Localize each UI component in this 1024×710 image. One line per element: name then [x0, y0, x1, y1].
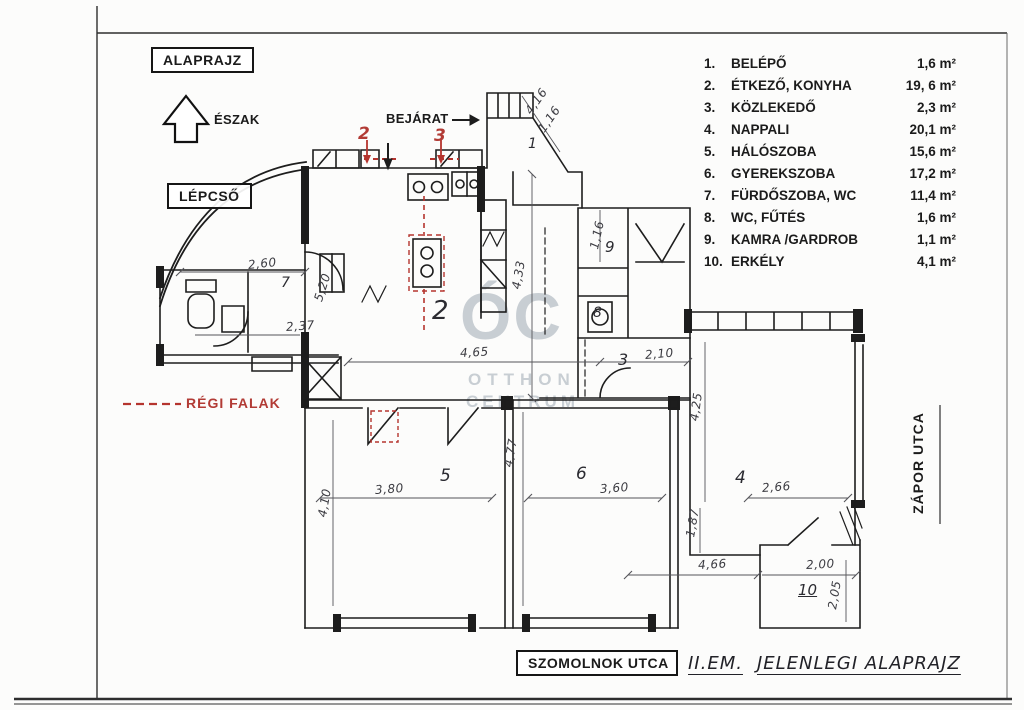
room-number-8: 8 [593, 305, 602, 321]
regi-falak-label: RÉGI FALAK [186, 395, 281, 411]
eszak-label: ÉSZAK [214, 112, 260, 127]
legend-name: ÉTKEZŐ, KONYHA [731, 78, 852, 93]
north-arrow-icon [161, 94, 211, 144]
legend-name: GYEREKSZOBA [731, 166, 836, 181]
legend-num: 3. [704, 100, 716, 115]
legend-row: 8. WC, FŰTÉS 1,6 m² [704, 210, 956, 232]
dim-2-10: 2,10 [644, 345, 675, 362]
dim-2-66: 2,66 [761, 479, 792, 495]
note-floor: II.EM. [688, 653, 743, 674]
legend-num: 8. [704, 210, 716, 225]
walls-linework [158, 92, 864, 629]
legend-name: WC, FŰTÉS [731, 210, 806, 225]
room-number-3: 3 [618, 350, 629, 369]
legend-row: 10. ERKÉLY 4,1 m² [704, 254, 956, 276]
bejarat-label: BEJÁRAT [386, 111, 449, 126]
room-number-7: 7 [281, 275, 290, 291]
scan-frame [14, 6, 1012, 705]
note-plan: JELENLEGI ALAPRAJZ [756, 653, 961, 674]
dim-3-60: 3,60 [599, 480, 630, 496]
legend-area: 19, 6 m² [905, 78, 956, 93]
dim-2-37: 2,37 [285, 318, 316, 334]
legend-name: KÖZLEKEDŐ [731, 100, 816, 115]
watermark-line1: OTTHON [468, 370, 576, 389]
legend-num: 10. [704, 254, 723, 269]
legend-row: 3. KÖZLEKEDŐ 2,3 m² [704, 100, 956, 122]
legend-row: 9. KAMRA /GARDROB 1,1 m² [704, 232, 956, 254]
legend-row: 1. BELÉPŐ 1,6 m² [704, 56, 956, 78]
legend-name: NAPPALI [731, 122, 790, 137]
legend-name: ERKÉLY [731, 254, 785, 269]
room-number-4: 4 [735, 468, 746, 488]
legend-num: 9. [704, 232, 716, 247]
red-mark-2: 2 [358, 124, 370, 144]
legend-row: 4. NAPPALI 20,1 m² [704, 122, 956, 144]
legend-num: 1. [704, 56, 716, 71]
zapor-utca-label: ZÁPOR UTCA [910, 412, 926, 514]
legend-row: 6. GYEREKSZOBA 17,2 m² [704, 166, 956, 188]
dim-4-65: 4,65 [459, 344, 490, 360]
legend-area: 2,3 m² [916, 100, 956, 115]
legend-area: 20,1 m² [909, 122, 956, 137]
dim-3-80: 3,80 [374, 481, 405, 497]
legend-area: 17,2 m² [909, 166, 956, 181]
legend-num: 7. [704, 188, 716, 203]
legend-row: 5. HÁLÓSZOBA 15,6 m² [704, 144, 956, 166]
dimension-lines [175, 95, 861, 622]
legend-num: 5. [704, 144, 716, 159]
legend-name: KAMRA /GARDROB [731, 232, 858, 247]
room-number-10: 10 [798, 581, 818, 599]
watermark-line2: CENTRUM [466, 392, 579, 411]
dim-2-60: 2,60 [247, 255, 278, 272]
legend-area: 1,6 m² [916, 56, 956, 71]
dim-4-66: 4,66 [697, 556, 728, 572]
legend-row: 2. ÉTKEZŐ, KONYHA 19, 6 m² [704, 78, 956, 100]
room-number-6: 6 [576, 464, 587, 484]
legend-name: BELÉPŐ [731, 56, 787, 71]
legend-area: 11,4 m² [910, 188, 956, 203]
legend-area: 1,6 m² [916, 210, 956, 225]
room-number-9: 9 [605, 238, 615, 256]
alaprajz-title: ALAPRAJZ [151, 47, 254, 73]
entrance-arrow-icons [383, 114, 481, 171]
legend-num: 6. [704, 166, 716, 181]
watermark-logo: ÓC [460, 279, 563, 353]
room-number-5: 5 [440, 466, 451, 486]
room-number-2: 2 [432, 296, 449, 326]
handwritten-note: II.EM. JELENLEGI ALAPRAJZ [688, 653, 961, 674]
legend-name: FÜRDŐSZOBA, WC [731, 188, 857, 203]
dim-2-00: 2,00 [805, 556, 836, 572]
red-mark-3: 3 [434, 126, 446, 146]
legend-num: 4. [704, 122, 716, 137]
room-number-1: 1 [528, 136, 537, 152]
legend-area: 1,1 m² [916, 232, 956, 247]
szomolnok-utca-label: SZOMOLNOK UTCA [516, 650, 678, 676]
legend-name: HÁLÓSZOBA [731, 144, 817, 159]
legend-num: 2. [704, 78, 716, 93]
legend-row: 7. FÜRDŐSZOBA, WC 11,4 m² [704, 188, 956, 210]
legend-area: 4,1 m² [916, 254, 956, 269]
lepcso-label: LÉPCSŐ [167, 183, 252, 209]
legend-area: 15,6 m² [909, 144, 956, 159]
